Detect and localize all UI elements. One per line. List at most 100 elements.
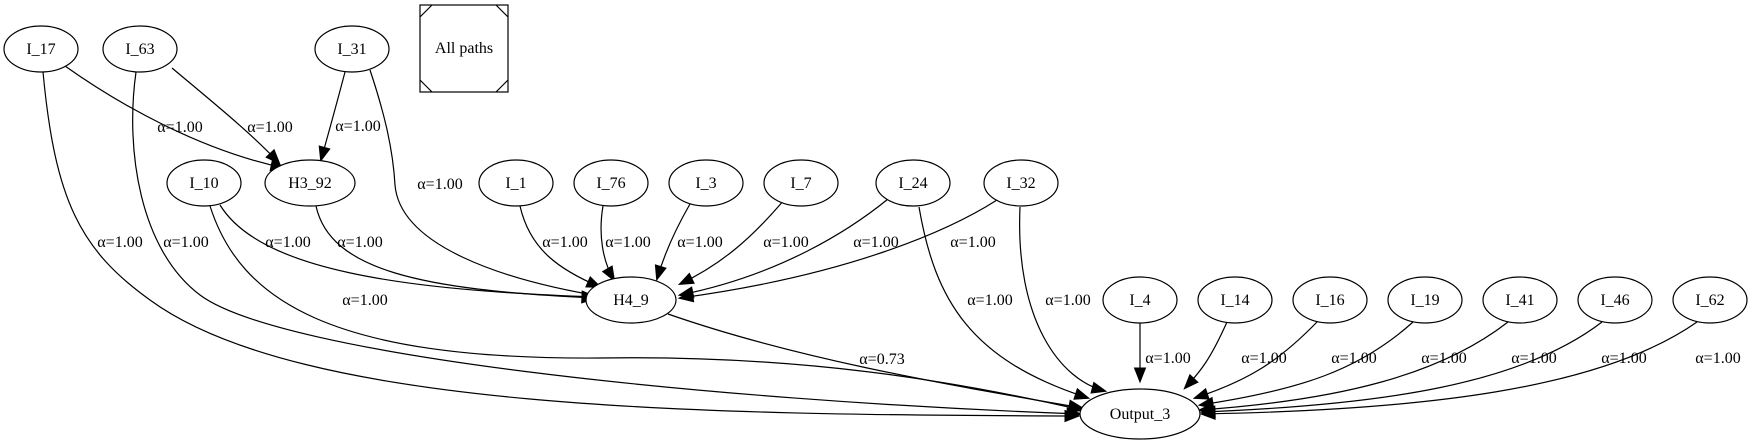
- edge-label: α=1.00: [677, 234, 722, 251]
- node-label: I_17: [26, 41, 55, 58]
- edge-i-7-to-h4-9: α=1.00: [677, 199, 809, 286]
- node-i-62: I_62: [1672, 276, 1748, 324]
- node-ellipse: [668, 159, 744, 207]
- arrowhead: [265, 148, 281, 165]
- node-i-17: I_17: [3, 25, 79, 73]
- node-ellipse: [478, 159, 554, 207]
- arrowhead: [318, 145, 331, 163]
- edge-i-76-to-h4-9: α=1.00: [600, 205, 651, 283]
- node-label: I_7: [790, 175, 811, 192]
- edge-label: α=1.00: [1145, 350, 1190, 367]
- edge-label: α=1.00: [1695, 350, 1740, 367]
- node-ellipse: [573, 159, 649, 207]
- arrowhead: [1199, 407, 1216, 420]
- node-ellipse: [585, 276, 677, 324]
- legend: All paths: [419, 4, 509, 93]
- edge-line: [132, 71, 1081, 415]
- edge-label: α=1.00: [337, 234, 382, 251]
- edge-i-63-to-output-3: α=1.00: [132, 71, 1083, 420]
- edge-label: α=1.00: [763, 234, 808, 251]
- node-ellipse: [1079, 388, 1201, 440]
- arrowhead: [677, 289, 695, 303]
- edge-i-32-to-output-3: α=1.00: [1019, 206, 1108, 394]
- edge-i-14-to-output-3: α=1.00: [1183, 321, 1287, 390]
- edge-label: α=1.00: [157, 119, 202, 136]
- arrowhead: [1067, 399, 1085, 412]
- edge-i-63-to-h3-92: α=1.00: [171, 67, 293, 165]
- node-label: I_19: [1410, 292, 1439, 309]
- edge-line: [679, 199, 998, 299]
- node-i-46: I_46: [1577, 276, 1653, 324]
- node-label: H4_9: [613, 292, 649, 309]
- node-i-19: I_19: [1387, 276, 1463, 324]
- node-i-31: I_31: [314, 25, 390, 73]
- node-ellipse: [1577, 276, 1653, 324]
- edge-i-46-to-output-3: α=1.00: [1199, 321, 1647, 418]
- edge-line: [315, 205, 596, 299]
- node-output-3: Output_3: [1079, 388, 1201, 440]
- edge-i-16-to-output-3: α=1.00: [1192, 321, 1377, 400]
- node-i-76: I_76: [573, 159, 649, 207]
- edge-line: [1201, 321, 1603, 413]
- edge-line: [320, 71, 346, 161]
- edge-label: α=1.00: [417, 176, 462, 193]
- node-label: I_1: [505, 175, 526, 192]
- edge-i-32-to-h4-9: α=1.00: [677, 199, 998, 303]
- edge-line: [42, 71, 1079, 417]
- edge-label: α=1.00: [1511, 350, 1556, 367]
- edge-line: [519, 205, 601, 288]
- edge-line: [1199, 321, 1509, 411]
- edge-i-41-to-output-3: α=1.00: [1197, 321, 1557, 416]
- arrowhead: [654, 264, 667, 282]
- edge-label: α=1.00: [542, 234, 587, 251]
- node-h3-92: H3_92: [264, 159, 356, 207]
- edge-i-4-to-output-3: α=1.00: [1133, 323, 1191, 384]
- arrowhead: [1192, 387, 1210, 400]
- node-i-1: I_1: [478, 159, 554, 207]
- edge-label: α=1.00: [1241, 350, 1286, 367]
- node-i-63: I_63: [102, 25, 178, 73]
- edge-label: α=1.00: [967, 292, 1012, 309]
- edge-label: α=1.00: [853, 234, 898, 251]
- edge-line: [1201, 321, 1698, 415]
- node-label: Output_3: [1110, 406, 1170, 423]
- node-ellipse: [1197, 276, 1273, 324]
- node-ellipse: [3, 25, 79, 73]
- edge-i-3-to-h4-9: α=1.00: [654, 203, 723, 282]
- node-ellipse: [983, 159, 1059, 207]
- node-label: I_63: [125, 41, 154, 58]
- arrowhead: [1133, 367, 1147, 384]
- node-i-16: I_16: [1292, 276, 1368, 324]
- node-ellipse: [875, 159, 951, 207]
- legend-corner: [495, 4, 509, 18]
- edge-line: [1194, 321, 1318, 399]
- node-ellipse: [763, 159, 839, 207]
- node-label: I_41: [1505, 292, 1534, 309]
- edge-line: [369, 69, 606, 298]
- legend-corner: [495, 79, 509, 93]
- edge-label: α=0.73: [859, 351, 904, 368]
- node-label: I_62: [1695, 292, 1724, 309]
- node-i-14: I_14: [1197, 276, 1273, 324]
- edge-label: α=1.00: [1045, 292, 1090, 309]
- node-ellipse: [102, 25, 178, 73]
- edge-i-31-to-h3-92: α=1.00: [318, 71, 381, 163]
- edge-label: α=1.00: [265, 234, 310, 251]
- legend-corner: [419, 79, 433, 93]
- edge-line: [1019, 206, 1106, 392]
- node-label: I_76: [596, 175, 625, 192]
- edge-label: α=1.00: [335, 118, 380, 135]
- node-ellipse: [1672, 276, 1748, 324]
- node-label: I_10: [189, 175, 218, 192]
- node-i-4: I_4: [1102, 276, 1178, 324]
- edge-label: α=1.00: [247, 119, 292, 136]
- node-label: I_16: [1315, 292, 1344, 309]
- legend-label: All paths: [435, 40, 493, 57]
- node-i-7: I_7: [763, 159, 839, 207]
- edge-line: [667, 313, 1083, 409]
- edge-line: [64, 65, 285, 169]
- node-i-24: I_24: [875, 159, 951, 207]
- node-label: I_32: [1006, 175, 1035, 192]
- edge-label: α=1.00: [97, 234, 142, 251]
